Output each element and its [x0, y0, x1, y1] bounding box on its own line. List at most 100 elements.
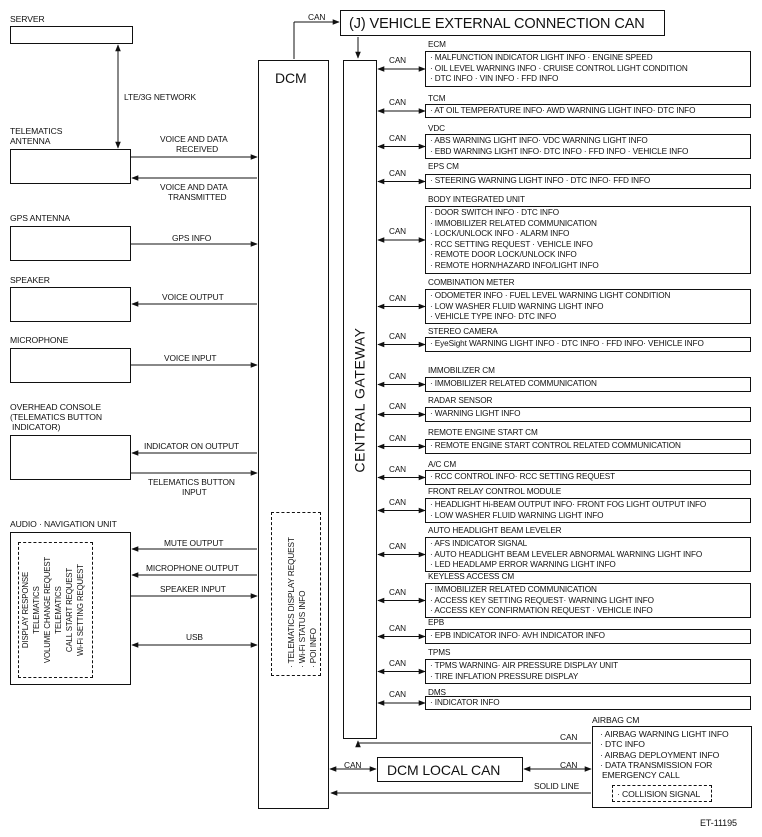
audio-signal-3: TELEMATICS — [54, 586, 63, 634]
ecu-box-11 — [425, 498, 751, 523]
ecu-4-line-1: · IMMOBILIZER RELATED COMMUNICATION — [430, 218, 597, 228]
telematics-antenna-box — [10, 149, 131, 184]
server-label: SERVER — [10, 14, 45, 24]
ecu-box-7 — [425, 377, 751, 392]
airbag-line-2: · AIRBAG DEPLOYMENT INFO — [600, 749, 720, 760]
voice-data-transmitted-2: TRANSMITTED — [168, 192, 227, 202]
ecu-5-line-0: · ODOMETER INFO · FUEL LEVEL WARNING LIG… — [430, 291, 671, 300]
ecu-can-label-4: CAN — [389, 227, 406, 236]
audio-signal-4: CALL START REQUEST — [65, 567, 74, 653]
airbag-can-upper: CAN — [560, 732, 578, 742]
audio-signal-2: VOLUME CHANGE REQUEST — [43, 556, 52, 664]
ecu-4-line-5: · REMOTE HORN/HAZARD INFO/LIGHT INFO — [430, 260, 599, 270]
dcm-signal-0: · TELEMATICS DISPLAY REQUEST — [287, 537, 296, 668]
ecu-box-10 — [425, 470, 751, 485]
ecu-box-13 — [425, 583, 751, 618]
ecu-9-line-0: · REMOTE ENGINE START CONTROL RELATED CO… — [430, 441, 681, 450]
ecu-box-6 — [425, 337, 751, 352]
airbag-line-4: EMERGENCY CALL — [602, 770, 680, 781]
ecu-0-line-2: · DTC INFO · VIN INFO · FFD INFO — [430, 74, 559, 83]
audio-signal-1: TELEMATICS — [32, 586, 41, 634]
audio-signal-5: Wi-Fi SETTING REQUEST — [76, 564, 85, 656]
voice-output-label: VOICE OUTPUT — [162, 292, 224, 302]
ecu-1-line-0: · AT OIL TEMPERATURE INFO· AWD WARNING L… — [430, 106, 696, 115]
ecu-5-line-1: · LOW WASHER FLUID WARNING LIGHT INFO — [430, 301, 604, 311]
ecu-can-label-7: CAN — [389, 371, 406, 381]
ecu-box-12 — [425, 537, 751, 572]
gps-info-label: GPS INFO — [172, 233, 212, 243]
ecu-title-11: FRONT RELAY CONTROL MODULE — [428, 487, 562, 496]
external-can-box: (J) VEHICLE EXTERNAL CONNECTION CAN — [340, 10, 665, 36]
gps-antenna-box — [10, 226, 131, 261]
ecu-box-16 — [425, 696, 751, 710]
ecu-0-line-1: · OIL LEVEL WARNING INFO · CRUISE CONTRO… — [430, 63, 688, 73]
ecu-can-label-11: CAN — [389, 497, 406, 507]
audio-nav-box — [10, 532, 131, 685]
speaker-box — [10, 287, 131, 322]
ecu-11-line-1: · LOW WASHER FLUID WARNING LIGHT INFO — [430, 510, 604, 520]
ecu-can-label-14: CAN — [389, 623, 406, 633]
airbag-title: AIRBAG CM — [592, 715, 640, 725]
ecu-box-5 — [425, 289, 751, 324]
server-box — [10, 26, 133, 44]
telematics-button-input-2: INPUT — [182, 487, 207, 497]
ecu-6-line-0: · EyeSight WARNING LIGHT INFO · DTC INFO… — [430, 339, 704, 348]
ecu-title-4: BODY INTEGRATED UNIT — [428, 195, 525, 204]
ecu-can-label-6: CAN — [389, 331, 406, 341]
ecu-can-label-2: CAN — [389, 133, 406, 143]
dcm-signal-1: · Wi-Fi STATUS INFO — [298, 590, 307, 668]
ecu-10-line-0: · RCC CONTROL INFO· RCC SETTING REQUEST — [430, 472, 616, 481]
dcm-local-can-title: DCM LOCAL CAN — [387, 762, 501, 778]
ecu-can-label-15: CAN — [389, 658, 406, 668]
ecu-4-line-2: · LOCK/UNLOCK INFO · ALARM INFO — [430, 229, 570, 238]
dcm-box: DCM — [258, 60, 329, 809]
ecu-can-label-16: CAN — [389, 690, 406, 699]
ecu-box-9 — [425, 439, 751, 454]
ecu-box-4 — [425, 206, 751, 274]
ecu-can-label-1: CAN — [389, 98, 406, 107]
audio-signal-0: DISPLAY RESPONSE — [21, 571, 30, 649]
ecu-2-line-0: · ABS WARNING LIGHT INFO· VDC WARNING LI… — [430, 136, 648, 145]
ecu-11-line-0: · HEADLIGHT Hi-BEAM OUTPUT INFO· FRONT F… — [430, 500, 707, 509]
voice-data-received-2: RECEIVED — [176, 144, 219, 154]
ecu-can-label-3: CAN — [389, 168, 406, 178]
ecu-4-line-0: · DOOR SWITCH INFO · DTC INFO — [430, 208, 559, 217]
ecu-13-line-1: · ACCESS KEY SETTING REQUEST· WARNING LI… — [430, 595, 654, 605]
airbag-box — [592, 726, 752, 808]
network-label: LTE/3G NETWORK — [124, 92, 196, 102]
collision-dashed-box: · COLLISION SIGNAL — [612, 785, 712, 802]
ecu-box-15 — [425, 659, 751, 684]
audio-signals-dashed-box — [18, 542, 93, 678]
ecu-title-5: COMBINATION METER — [428, 278, 515, 287]
top-can-label: CAN — [308, 12, 326, 22]
telematics-antenna-label-1: TELEMATICS — [10, 126, 63, 136]
ecu-title-13: KEYLESS ACCESS CM — [428, 572, 515, 581]
ecu-14-line-0: · EPB INDICATOR INFO· AVH INDICATOR INFO — [430, 631, 605, 640]
ecu-can-label-12: CAN — [389, 541, 406, 551]
microphone-label: MICROPHONE — [10, 335, 69, 345]
ecu-can-label-10: CAN — [389, 464, 406, 474]
collision-signal: · COLLISION SIGNAL — [617, 789, 701, 799]
figure-id: ET-11195 — [700, 818, 737, 828]
telematics-antenna-label-2: ANTENNA — [10, 136, 51, 146]
dcm-signals-dashed-box — [271, 512, 321, 676]
solid-line-label: SOLID LINE — [534, 781, 580, 791]
ecu-title-9: REMOTE ENGINE START CM — [428, 428, 538, 437]
speaker-label: SPEAKER — [10, 275, 50, 285]
airbag-line-0: · AIRBAG WARNING LIGHT INFO — [600, 729, 729, 739]
ecu-title-16: DMS — [428, 688, 446, 697]
ecu-title-2: VDC — [428, 124, 445, 133]
voice-data-transmitted-1: VOICE AND DATA — [160, 182, 228, 192]
dcm-signal-2: · POI INFO — [309, 628, 318, 668]
ecu-can-label-0: CAN — [389, 56, 406, 65]
overhead-console-label-1: OVERHEAD CONSOLE — [10, 402, 102, 412]
ecu-8-line-0: · WARNING LIGHT INFO — [430, 409, 521, 418]
microphone-output-label: MICROPHONE OUTPUT — [146, 563, 239, 573]
usb-label: USB — [186, 632, 203, 642]
voice-input-label: VOICE INPUT — [164, 353, 217, 363]
indicator-on-output-label: INDICATOR ON OUTPUT — [144, 441, 240, 451]
external-can-title: (J) VEHICLE EXTERNAL CONNECTION CAN — [349, 16, 645, 32]
ecu-box-2 — [425, 134, 751, 159]
